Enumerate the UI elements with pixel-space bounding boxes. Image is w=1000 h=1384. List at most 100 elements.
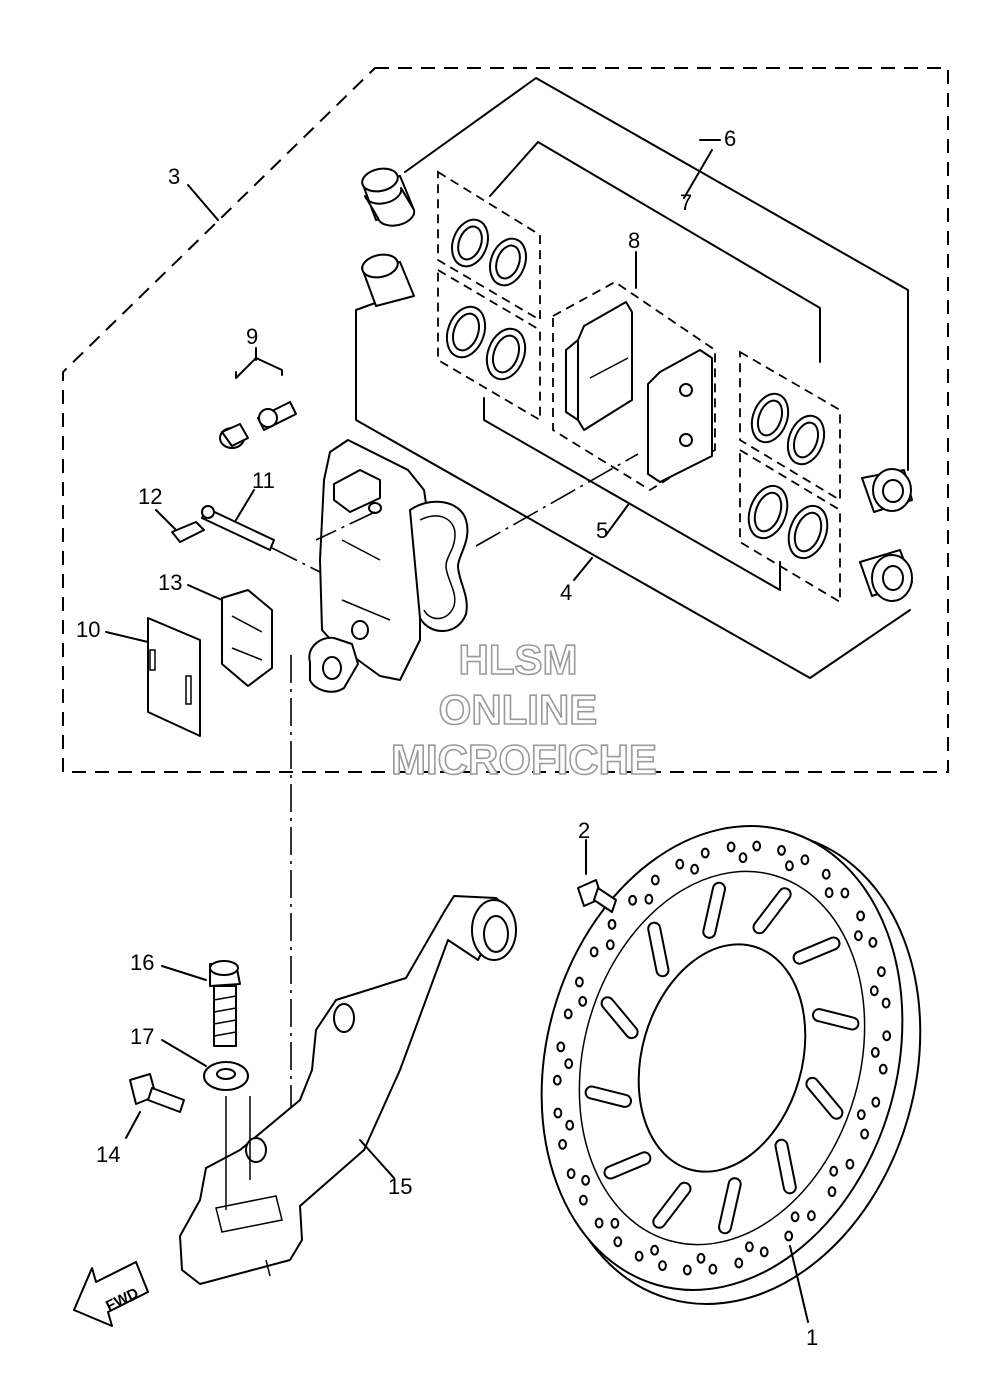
disc-hole	[821, 868, 831, 880]
disc-hole	[856, 1109, 866, 1120]
disc-hole	[870, 1047, 880, 1058]
disc-hole	[708, 1263, 718, 1275]
disc-hole	[877, 966, 886, 977]
callout-6: 6	[724, 126, 736, 151]
disc-hole	[575, 976, 584, 988]
callout-4: 4	[560, 580, 572, 605]
disc-slot	[754, 889, 790, 933]
disc-hole	[563, 1008, 573, 1020]
disc-bolt	[577, 879, 617, 913]
disc-slot	[602, 998, 637, 1038]
disc-hole	[675, 858, 685, 870]
callout-14: 14	[96, 1142, 120, 1167]
disc-hole	[650, 1244, 659, 1256]
disc-hole	[777, 845, 786, 856]
disc-slot	[776, 1140, 795, 1193]
callout-13: 13	[158, 570, 182, 595]
disc-hole	[581, 1174, 590, 1186]
disc-hole	[840, 887, 850, 899]
disc-hole	[845, 1158, 855, 1170]
fwd-arrow-icon: FWD	[73, 1261, 149, 1327]
pad-shim	[147, 617, 201, 737]
disc-hole	[553, 1107, 563, 1119]
callout-8: 8	[628, 228, 640, 253]
disc-hole	[578, 996, 588, 1007]
disc-hole	[734, 1257, 744, 1269]
disc-hole	[871, 1096, 881, 1108]
disc-slot	[720, 1179, 740, 1233]
disc-hole	[869, 985, 879, 997]
disc-hole	[829, 1165, 839, 1177]
disc-slot	[814, 1010, 858, 1029]
disc-hole	[790, 1211, 800, 1223]
disc-hole	[682, 1264, 692, 1276]
disc-slot	[649, 923, 668, 976]
callout-15: 15	[388, 1174, 412, 1199]
caliper-body	[308, 439, 469, 693]
disc-hole	[565, 1119, 575, 1131]
piston-right-top	[861, 468, 913, 513]
callout-17: 17	[130, 1024, 154, 1049]
seal-kit-right	[739, 350, 841, 604]
disc-slot	[807, 1078, 842, 1118]
disc-hole	[824, 887, 834, 899]
disc-hole	[564, 1058, 574, 1069]
disc-hole	[700, 847, 710, 859]
disc-hole	[579, 1194, 588, 1206]
disc-hole	[856, 910, 865, 922]
disc-hole	[589, 946, 599, 958]
brake-disc	[540, 825, 922, 1305]
disc-slot	[794, 938, 839, 963]
disc-hole	[868, 937, 878, 948]
bracket-bolt-16	[209, 960, 241, 1047]
piston-right-bottom	[859, 549, 913, 602]
disc-hole	[607, 919, 617, 930]
seal-kit-left	[437, 170, 541, 422]
washer-17	[203, 1061, 249, 1091]
piston-mid-left	[361, 253, 415, 307]
disc-hole	[827, 1186, 837, 1197]
leader-lines	[105, 184, 809, 1323]
disc-hole	[644, 893, 654, 905]
callout-11: 11	[252, 468, 275, 493]
disc-hole	[650, 874, 660, 886]
pad-spring	[221, 589, 273, 687]
disc-hole	[605, 939, 615, 951]
disc-hole	[800, 854, 810, 866]
callout-10: 10	[76, 617, 100, 642]
callout-9: 9	[246, 324, 258, 349]
disc-hole	[785, 860, 794, 872]
disc-hole	[752, 840, 762, 852]
disc-holes	[552, 840, 892, 1276]
caliper-assembly-boundary	[62, 67, 949, 773]
caliper-bracket	[179, 895, 517, 1285]
disc-hole	[854, 930, 863, 942]
callout-3: 3	[168, 164, 180, 189]
disc-hole	[556, 1041, 566, 1053]
watermark-line1: HLSM	[459, 636, 578, 683]
disc-hole	[759, 1246, 769, 1258]
callout-2: 2	[578, 818, 590, 843]
disc-hole	[726, 841, 736, 853]
disc-hole	[558, 1139, 567, 1150]
disc-hole	[610, 1217, 620, 1229]
disc-hole	[878, 1063, 888, 1075]
disc-hole	[860, 1128, 869, 1140]
disc-slot	[704, 883, 724, 937]
disc-hole	[690, 863, 699, 875]
disc-hole	[552, 1074, 562, 1086]
piston-top-left	[361, 167, 416, 227]
pad-pin-clip	[171, 521, 205, 543]
disc-hole	[882, 1030, 892, 1042]
watermark-line3: MICROFICHE	[391, 736, 657, 783]
disc-hole	[738, 852, 748, 864]
callout-7: 7	[680, 190, 692, 215]
disc-hole	[881, 997, 891, 1009]
watermark: HLSM ONLINE MICROFICHE	[390, 635, 658, 784]
disc-hole	[658, 1260, 667, 1271]
disc-hole	[745, 1241, 754, 1253]
disc-hole	[628, 894, 637, 906]
callout-16: 16	[130, 950, 154, 975]
pad-pin	[201, 505, 321, 573]
